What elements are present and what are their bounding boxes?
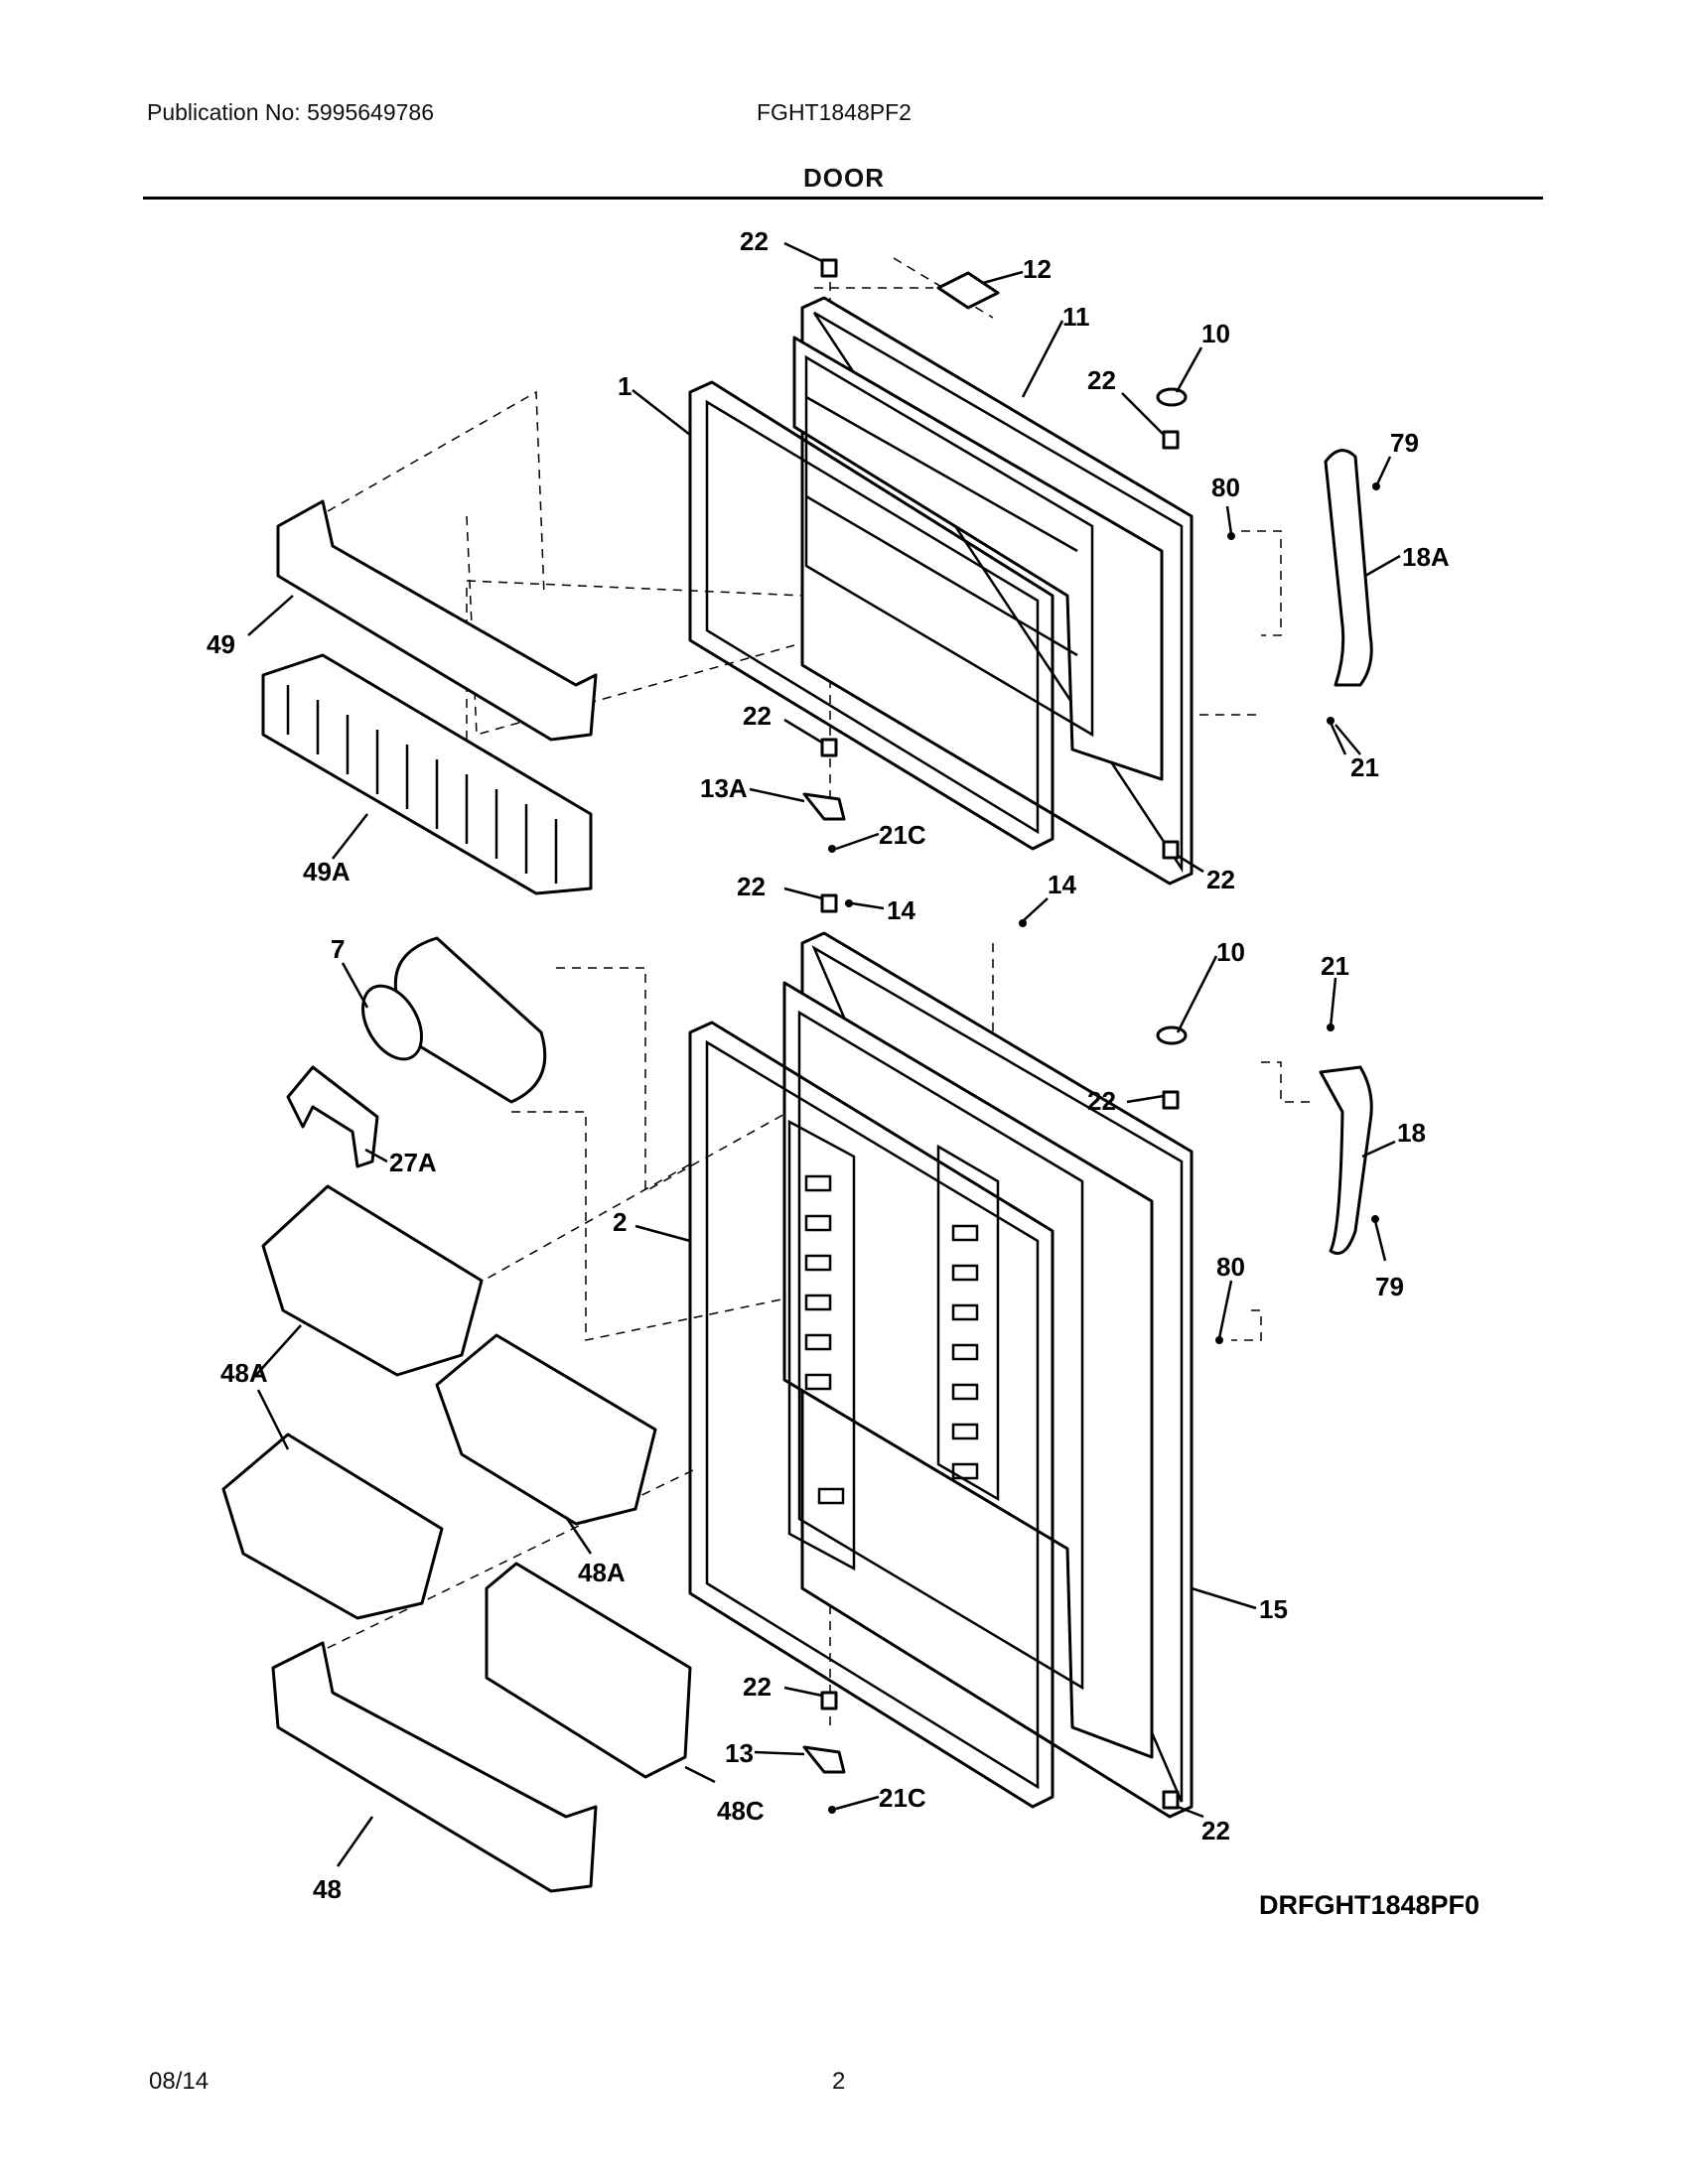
- model-number: FGHT1848PF2: [757, 99, 912, 125]
- door-canister: [361, 936, 547, 1104]
- hardware: [802, 258, 1380, 1814]
- door-bin-upper: [261, 1184, 484, 1377]
- freezer-door-assembly: [688, 271, 1194, 886]
- freezer-handle: [1324, 449, 1373, 687]
- callout-79: 79: [1390, 428, 1419, 458]
- header-rule: [143, 197, 1543, 200]
- callout-10: 10: [1201, 319, 1230, 348]
- callout-49a: 49A: [303, 857, 351, 887]
- callout-48a: 48A: [220, 1358, 268, 1388]
- callout-11: 11: [1062, 302, 1090, 332]
- page-title: DOOR: [803, 163, 885, 193]
- callout-13a: 13A: [700, 773, 748, 803]
- callout-21c: 21C: [879, 1783, 926, 1813]
- publication-number: Publication No: 5995649786: [147, 99, 435, 125]
- door-shelf: [271, 1641, 598, 1893]
- fresh-food-inner-liner: [782, 981, 1154, 1759]
- callout-1: 1: [618, 371, 632, 401]
- callout-10: 10: [1216, 937, 1245, 967]
- callout-18: 18: [1397, 1118, 1426, 1148]
- callout-22: 22: [737, 872, 766, 901]
- callout-22: 22: [1201, 1816, 1230, 1845]
- callout-22: 22: [1087, 365, 1116, 395]
- door-bin-lower: [221, 1433, 444, 1620]
- callout-13: 13: [725, 1738, 754, 1768]
- callout-48a: 48A: [578, 1558, 626, 1587]
- callout-22: 22: [740, 226, 769, 256]
- callout-14: 14: [887, 895, 915, 925]
- dairy-compartment: [485, 1562, 692, 1779]
- callout-22: 22: [743, 701, 772, 731]
- callout-22: 22: [1206, 865, 1235, 894]
- freezer-shelf: [276, 499, 598, 742]
- callout-79: 79: [1375, 1272, 1404, 1301]
- callout-27a: 27A: [389, 1148, 437, 1177]
- hinge-pin: [820, 258, 838, 278]
- callout-48: 48: [313, 1874, 342, 1904]
- freezer-gasket: [688, 380, 1055, 851]
- page-number: 2: [832, 2068, 846, 2095]
- callout-49: 49: [207, 629, 235, 659]
- callout-22: 22: [743, 1672, 772, 1702]
- fresh-food-handle: [1319, 1065, 1373, 1255]
- callout-21: 21: [1321, 951, 1349, 981]
- callout-48c: 48C: [717, 1796, 765, 1826]
- freezer-inner-liner: [792, 336, 1164, 781]
- callout-21c: 21C: [879, 820, 926, 850]
- fresh-food-gasket: [688, 1021, 1055, 1809]
- fresh-food-door-assembly: [688, 931, 1194, 1819]
- freezer-wire-basket: [261, 653, 593, 895]
- callout-22: 22: [1087, 1086, 1116, 1116]
- diagram-code: DRFGHT1848PF0: [1259, 1890, 1479, 1920]
- callout-21: 21: [1350, 752, 1379, 782]
- footer-date: 08/14: [149, 2068, 210, 2095]
- door-bins: [221, 499, 692, 1893]
- callout-15: 15: [1259, 1594, 1288, 1624]
- callout-80: 80: [1216, 1252, 1245, 1282]
- leader-lines: [247, 241, 1401, 1867]
- hinge-bracket: [802, 792, 846, 821]
- hole-plug: [1156, 387, 1188, 407]
- callout-12: 12: [1023, 254, 1052, 284]
- callouts: 22 12 11 10 22 1 79 80 18A 49 22 21 13A …: [207, 226, 1479, 1920]
- door-label: [936, 271, 1000, 310]
- callout-14: 14: [1048, 870, 1076, 899]
- callout-7: 7: [331, 934, 345, 964]
- rail-bumps: [804, 1174, 979, 1505]
- callout-18a: 18A: [1402, 542, 1450, 572]
- clip: [286, 1065, 379, 1168]
- callout-2: 2: [613, 1207, 627, 1237]
- callout-80: 80: [1211, 473, 1240, 502]
- door-bin-middle: [435, 1333, 657, 1526]
